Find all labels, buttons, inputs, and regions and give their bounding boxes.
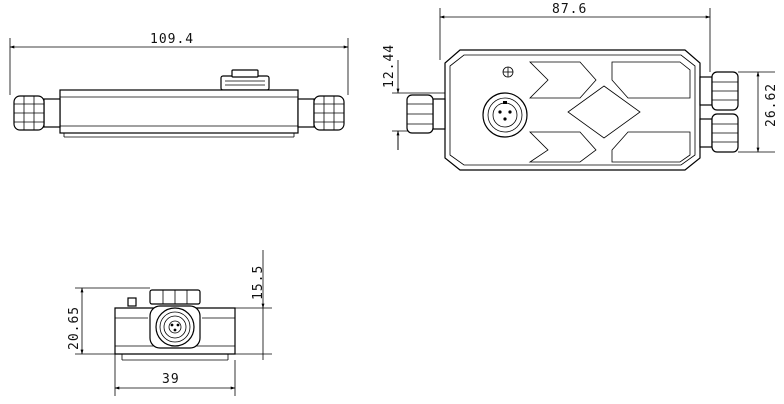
dim-label-side-length: 109.4 bbox=[150, 32, 194, 47]
side-top-connector bbox=[220, 75, 270, 91]
dim-label-end-total: 20.65 bbox=[67, 306, 82, 350]
end-view: 15.5 20.65 39 bbox=[67, 250, 272, 396]
side-main-body bbox=[59, 89, 299, 134]
cutout-upper-right bbox=[611, 61, 691, 99]
dim-label-top-height: 26.62 bbox=[764, 83, 779, 127]
top-gland-right-lower-nut bbox=[699, 118, 713, 148]
end-connector-outer bbox=[155, 307, 195, 347]
dim-label-top-length: 87.6 bbox=[552, 2, 587, 17]
side-view: 109.4 bbox=[9, 32, 349, 138]
top-connector-outer bbox=[482, 92, 528, 138]
top-gland-left-nut bbox=[432, 98, 446, 130]
dim-label-end-width: 39 bbox=[162, 372, 180, 387]
top-gland-right-upper-nut bbox=[699, 76, 713, 106]
top-view: 87.6 12.44 bbox=[382, 2, 779, 171]
side-gland-right-nut bbox=[297, 98, 315, 128]
dim-label-top-offset: 12.44 bbox=[382, 44, 397, 88]
top-plate bbox=[444, 49, 701, 171]
cutout-lower-left bbox=[528, 131, 597, 163]
cutout-upper-left bbox=[529, 61, 597, 99]
cutout-lower-right bbox=[611, 131, 691, 163]
side-gland-left-nut bbox=[43, 98, 61, 128]
dim-label-end-height: 15.5 bbox=[251, 265, 266, 300]
cutout-center-diamond bbox=[567, 85, 641, 139]
